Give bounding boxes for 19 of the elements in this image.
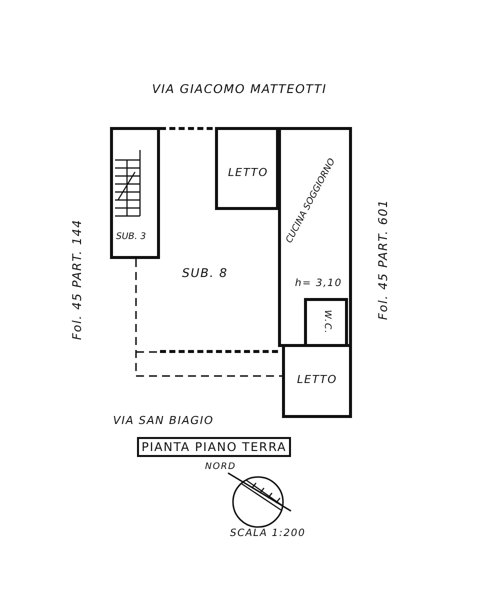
parcel-label: Fol. 45 PART. 144	[70, 219, 84, 340]
room-label: LETTO	[297, 373, 338, 386]
text-label: VIA SAN BIAGIO	[113, 414, 214, 427]
room-outline	[304, 298, 348, 347]
room-outline	[282, 344, 352, 418]
text-label: VIA GIACOMO MATTEOTTI	[152, 82, 327, 96]
room-outline	[110, 127, 160, 259]
room-label: SUB. 8	[182, 266, 228, 280]
text-label: SCALA 1:200	[230, 528, 306, 539]
parcel-label: Fol. 45 PART. 601	[376, 199, 390, 320]
room-label: LETTO	[228, 166, 268, 179]
room-outline	[278, 127, 352, 347]
room-label: h= 3,10	[295, 278, 342, 289]
plan-title: PIANTA PIANO TERRA	[137, 437, 291, 457]
room-label: W.C.	[322, 310, 332, 334]
room-outline	[215, 127, 279, 210]
room-label: SUB. 3	[116, 232, 146, 242]
text-label: NORD	[205, 462, 236, 472]
dashed-area	[160, 127, 278, 353]
